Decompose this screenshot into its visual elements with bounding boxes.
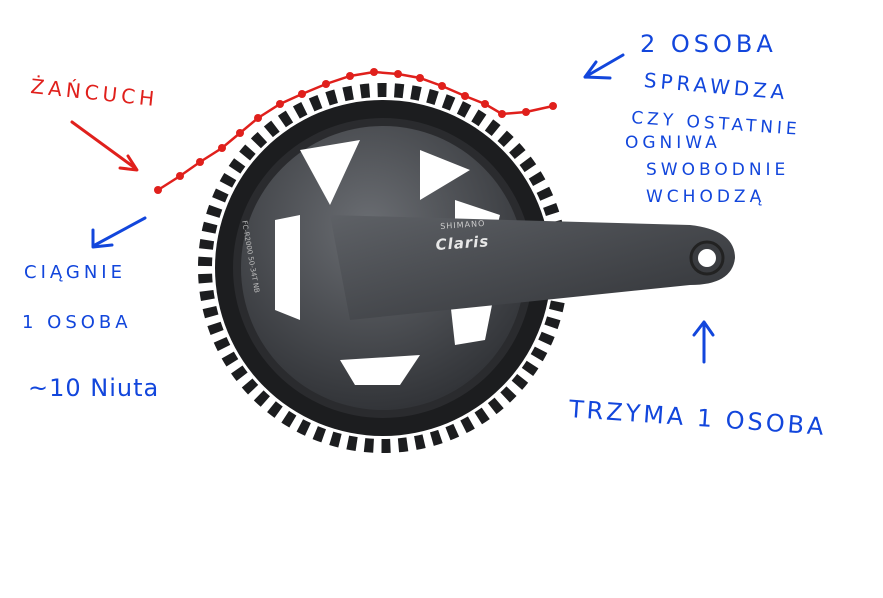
chain-link-dot bbox=[416, 74, 424, 82]
chain-link-dot bbox=[394, 70, 402, 78]
chain-link-dot bbox=[298, 90, 306, 98]
person1-line3: ~10 Niuta bbox=[28, 374, 160, 402]
arrow-left-top bbox=[583, 53, 625, 80]
person2-line5: SWOBODNIE bbox=[646, 160, 790, 180]
chain-link-dot bbox=[236, 129, 244, 137]
chain-link-dot bbox=[254, 114, 262, 122]
chain-link-dot bbox=[481, 100, 489, 108]
chain-link-dot bbox=[218, 144, 226, 152]
arrow-to-chain bbox=[70, 120, 139, 172]
chain-link-dot bbox=[196, 158, 204, 166]
chain-link-dot bbox=[154, 186, 162, 194]
chain-drawing bbox=[154, 68, 557, 194]
arrow-up bbox=[692, 320, 715, 364]
person1-line1: CIĄGNIE bbox=[24, 262, 126, 283]
crank-arm bbox=[330, 215, 735, 320]
chain-link-dot bbox=[461, 92, 469, 100]
chain-link-dot bbox=[346, 72, 354, 80]
model-logo: Claris bbox=[435, 232, 490, 254]
chain-link-dot bbox=[549, 102, 557, 110]
chain-link-dot bbox=[522, 108, 530, 116]
chain-link-dot bbox=[322, 80, 330, 88]
person2-line4: OGNIWA bbox=[625, 133, 721, 153]
person2-line6: WCHODZĄ bbox=[646, 187, 766, 207]
chain-link-dot bbox=[498, 110, 506, 118]
person1-line2: 1 OSOBA bbox=[22, 312, 132, 333]
person2-line1: 2 OSOBA bbox=[640, 30, 777, 58]
chain-link-dot bbox=[176, 172, 184, 180]
chain-link-dot bbox=[438, 82, 446, 90]
chain-link-dot bbox=[370, 68, 378, 76]
chain-link-dot bbox=[276, 100, 284, 108]
arrow-pull bbox=[91, 216, 147, 249]
